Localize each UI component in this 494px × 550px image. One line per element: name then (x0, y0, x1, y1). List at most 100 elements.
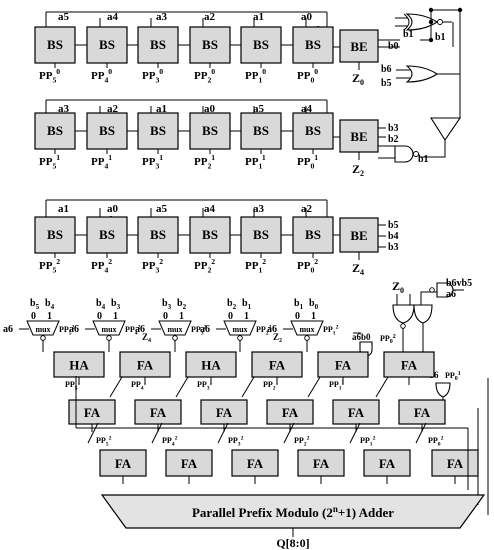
row0-a4: a1 (253, 11, 264, 23)
adder-cell-label: FA (379, 456, 396, 471)
pp-label: PP50 (39, 67, 60, 84)
stage-pp-label: PP31 (197, 379, 213, 391)
adder-cell-label: HA (69, 358, 89, 373)
pp-label: PP30 (142, 67, 163, 84)
row1-a1: a2 (107, 103, 119, 115)
mux-bit-1: 1 (179, 311, 184, 322)
bs-label: BS (99, 37, 115, 52)
mux-select-a6: a6 (135, 324, 145, 335)
fa-block (297, 449, 345, 477)
fa-block (251, 351, 303, 378)
ha-block (53, 351, 105, 378)
bs-block (34, 26, 76, 64)
right-bus (420, 7, 463, 118)
mux-bit-1: 1 (244, 311, 249, 322)
a6-right: a6 (446, 289, 456, 300)
row1-a3: a0 (204, 103, 216, 115)
adder-cell-label: FA (447, 456, 464, 471)
adder-cell-label: FA (247, 456, 264, 471)
bs-label: BS (305, 37, 321, 52)
be-block-2: BE b5 b4 b3 Z4 (333, 217, 399, 277)
stage-pp-label: PP02 (428, 435, 444, 447)
adder-cell-label: FA (150, 405, 167, 420)
mux-pp-label: PP32 (191, 324, 207, 336)
adder-cell-label: FA (348, 405, 365, 420)
be0-b0: b0 (388, 41, 399, 52)
pp-label: PP40 (91, 67, 112, 84)
mux-bit-1: 1 (47, 311, 52, 322)
mux-shape (158, 320, 192, 336)
z0-top: Z0 (392, 279, 404, 295)
adder-cell-label: FA (84, 405, 101, 420)
mux-b-left: b4 (96, 298, 106, 311)
be2-b5: b5 (388, 220, 399, 231)
fa-block (99, 449, 147, 477)
row2-a1: a0 (107, 203, 119, 215)
row0-a2: a3 (156, 11, 168, 23)
prefix-adder: Parallel Prefix Modulo (2n+1) Adder Q[8:… (100, 494, 486, 550)
bs-block (34, 216, 76, 254)
bs-label: BS (47, 123, 63, 138)
mux-b-right: b1 (242, 298, 252, 311)
be-block-0: BE b1 b0 Z0 (333, 29, 414, 87)
fa-block (134, 399, 182, 425)
row0-a3: a2 (204, 11, 216, 23)
mux-bit-0: 0 (163, 311, 168, 322)
bs-block (86, 112, 128, 150)
bs-block (292, 216, 334, 254)
bs-label: BS (47, 37, 63, 52)
mux-label: mux (167, 325, 182, 334)
stage-pp-label: PP51 (65, 379, 81, 391)
stage-pp-label: PP22 (294, 435, 310, 447)
adder-cell-label: FA (282, 405, 299, 420)
pp-label: PP52 (39, 257, 60, 274)
mux-bit-0: 0 (97, 311, 102, 322)
be0-b1: b1 (403, 29, 414, 40)
pp-label: PP12 (245, 257, 266, 274)
row1-a0: a3 (58, 103, 70, 115)
stage-pp-label: PP52 (96, 435, 112, 447)
mux-b-right: b4 (45, 298, 55, 311)
a6b0: a6b0 (352, 332, 371, 342)
pp-label: PP41 (91, 153, 112, 170)
fa-block (332, 399, 380, 425)
fa-block (398, 399, 446, 425)
and-b1: b1 (418, 154, 429, 165)
pp-label: PP31 (142, 153, 163, 170)
stage-pp-label: PP21 (263, 379, 279, 391)
adder-cell-label: FA (401, 358, 418, 373)
mux-pp-label: PP42 (125, 324, 141, 336)
mux-shape (92, 320, 126, 336)
be-block-1: BE b3 b2 Z2 (333, 119, 399, 178)
stage-pp-label: PP32 (228, 435, 244, 447)
adder-cell-label: HA (201, 358, 221, 373)
mux-b-left: b2 (227, 298, 237, 311)
ha-block (185, 351, 237, 378)
mux-bit-1: 1 (113, 311, 118, 322)
be-label: BE (350, 129, 367, 144)
row0-a0: a5 (58, 11, 70, 23)
be2-b4: b4 (388, 231, 399, 242)
bs-block (86, 26, 128, 64)
be-label: BE (350, 228, 367, 243)
stage-pp-label: PP41 (131, 379, 147, 391)
mux-label: mux (299, 325, 314, 334)
bs-label: BS (253, 123, 269, 138)
b6vb5: b6vb5 (446, 278, 472, 289)
mux-bit-0: 0 (295, 311, 300, 322)
mux-shape (290, 320, 324, 336)
adder-cell-label: FA (181, 456, 198, 471)
bs-label: BS (47, 227, 63, 242)
z0-label: Z0 (352, 71, 364, 87)
bs-block (137, 26, 179, 64)
pp-label: PP22 (194, 257, 215, 274)
row1-a2: a1 (156, 103, 167, 115)
pp-label: PP20 (194, 67, 215, 84)
fa-block (200, 399, 248, 425)
mux-b-left: b3 (162, 298, 172, 311)
adder-cell-label: FA (313, 456, 330, 471)
